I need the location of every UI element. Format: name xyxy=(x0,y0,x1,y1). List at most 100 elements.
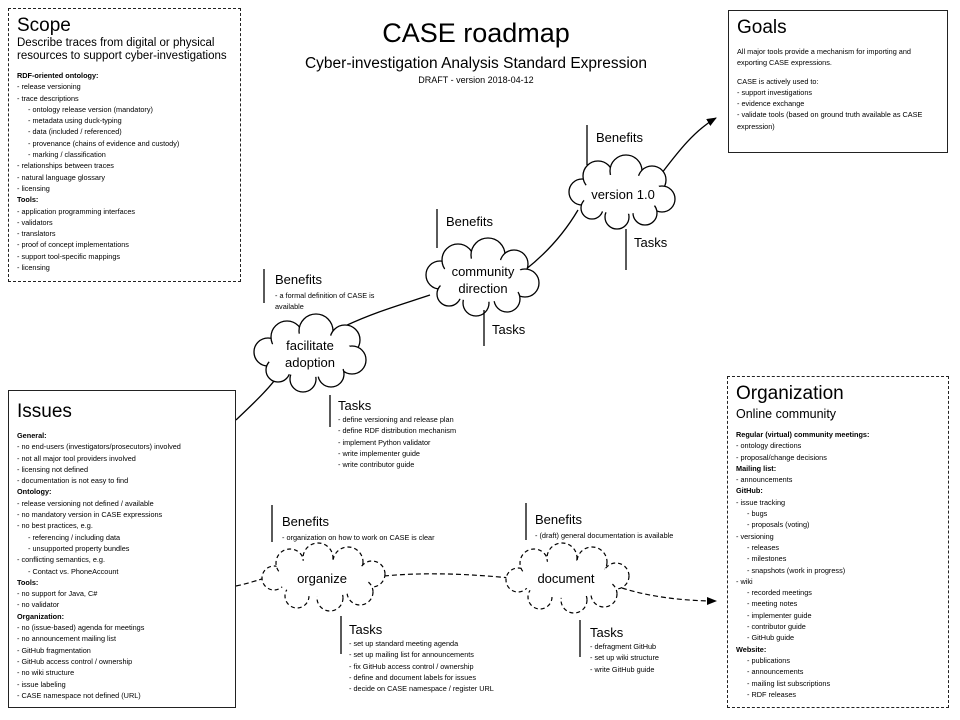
community-tasks-label: Tasks xyxy=(492,322,526,337)
milestone-community-direction: community direction xyxy=(451,264,515,296)
organization-list-item: implementer guide xyxy=(736,610,940,621)
issues-title: Issues xyxy=(17,401,72,422)
scope-list-item: proof of concept implementations xyxy=(17,239,232,250)
draft-label: DRAFT - version 2018-04-12 xyxy=(418,75,534,85)
issues-list-item: no (issue-based) agenda for meetings xyxy=(17,622,227,633)
organize-tasks-label: Tasks xyxy=(349,622,383,637)
facilitate-task-list: define versioning and release plandefine… xyxy=(338,414,518,470)
scope-list-item: support tool-specific mappings xyxy=(17,251,232,262)
goals-list-item: evidence exchange xyxy=(737,98,939,109)
scope-list-item: provenance (chains of evidence and custo… xyxy=(17,138,232,149)
goals-usage-intro: CASE is actively used to: xyxy=(737,76,819,86)
scope-list-item: metadata using duck-typing xyxy=(17,115,232,126)
version-benefits-label: Benefits xyxy=(596,130,643,145)
issues-sections: General:no end-users (investigators/pros… xyxy=(17,430,227,701)
issues-list-item: GitHub fragmentation xyxy=(17,645,227,656)
milestone-organize: organize xyxy=(297,571,347,586)
scope-list-item: validators xyxy=(17,217,232,228)
scope-list-item: natural language glossary xyxy=(17,172,232,183)
organization-list-item: meeting notes xyxy=(736,598,940,609)
scope-box: Scope Describe traces from digital or ph… xyxy=(8,8,241,282)
organize-tasks-note: set up standard meeting agendaset up mai… xyxy=(349,638,529,694)
organization-list-item: announcements xyxy=(736,666,940,677)
path-document-to-organization xyxy=(621,587,717,605)
organization-list-item: RDF releases xyxy=(736,689,940,700)
scope-list-item: trace descriptions xyxy=(17,93,232,104)
milestone-document: document xyxy=(537,571,595,586)
organization-section-list: ontology directionsproposal/change decis… xyxy=(736,440,940,463)
organization-list-item: announcements xyxy=(736,474,940,485)
document-tasks-note: defragment GitHubset up wiki structurewr… xyxy=(590,641,710,675)
document-benefit-item: (draft) general documentation is availab… xyxy=(535,530,715,541)
organization-box: Organization Online community Regular (v… xyxy=(727,376,949,708)
organization-list-item: wiki xyxy=(736,576,940,587)
document-benefits-label: Benefits xyxy=(535,512,582,527)
issues-list-item: no end-users (investigators/prosecutors)… xyxy=(17,441,227,452)
community-benefits-label: Benefits xyxy=(446,214,493,229)
facilitate-task-item: define versioning and release plan xyxy=(338,414,518,425)
scope-list-item: licensing xyxy=(17,262,232,273)
organization-section-list: publicationsannouncementsmailing list su… xyxy=(736,655,940,700)
issues-list-item: GitHub access control / ownership xyxy=(17,656,227,667)
issues-list-item: release versioning not defined / availab… xyxy=(17,498,227,509)
goals-list-item: support investigations xyxy=(737,87,939,98)
document-task-item: set up wiki structure xyxy=(590,652,710,663)
document-task-item: write GitHub guide xyxy=(590,664,710,675)
facilitate-task-item: implement Python validator xyxy=(338,437,518,448)
document-tasks-label: Tasks xyxy=(590,625,624,640)
organization-section-heading: Mailing list: xyxy=(736,463,777,473)
issues-section-heading: Tools: xyxy=(17,577,39,587)
organization-list-item: publications xyxy=(736,655,940,666)
organize-task-item: fix GitHub access control / ownership xyxy=(349,661,529,672)
issues-list-item: no mandatory version in CASE expressions xyxy=(17,509,227,520)
organize-benefits-label: Benefits xyxy=(282,514,329,529)
organization-section-list: issue trackingbugsproposals (voting)vers… xyxy=(736,497,940,644)
organization-section-heading: Website: xyxy=(736,644,767,654)
issues-section-list: release versioning not defined / availab… xyxy=(17,498,227,577)
scope-list-item: relationships between traces xyxy=(17,160,232,171)
organization-section-heading: Regular (virtual) community meetings: xyxy=(736,430,870,439)
organization-list-item: versioning xyxy=(736,531,940,542)
issues-list-item: no best practices, e.g. xyxy=(17,520,227,531)
facilitate-tasks-label: Tasks xyxy=(338,398,372,413)
organization-list-item: issue tracking xyxy=(736,497,940,508)
organize-benefit-item: organization on how to work on CASE is c… xyxy=(282,532,472,543)
issues-list-item: CASE namespace not defined (URL) xyxy=(17,690,227,701)
document-task-list: defragment GitHubset up wiki structurewr… xyxy=(590,641,710,675)
scope-title: Scope xyxy=(17,15,71,36)
issues-section-heading: General: xyxy=(17,431,47,440)
scope-list-item: ontology release version (mandatory) xyxy=(17,104,232,115)
goals-list: support investigationsevidence exchangev… xyxy=(737,87,939,132)
organize-benefit-list: organization on how to work on CASE is c… xyxy=(282,532,472,543)
organization-subtitle: Online community xyxy=(736,407,837,421)
path-community-to-version xyxy=(524,209,579,271)
goals-title: Goals xyxy=(737,17,787,38)
page-subtitle: Cyber-investigation Analysis Standard Ex… xyxy=(304,55,648,72)
scope-section-heading: RDF-oriented ontology: xyxy=(17,71,99,80)
facilitate-benefit-item: a formal definition of CASE is available xyxy=(275,290,405,313)
organization-list-item: ontology directions xyxy=(736,440,940,451)
organization-list-item: proposal/change decisions xyxy=(736,452,940,463)
organize-task-item: set up mailing list for announcements xyxy=(349,649,529,660)
issues-list-item: no wiki structure xyxy=(17,667,227,678)
scope-list-item: data (included / referenced) xyxy=(17,126,232,137)
scope-list-item: application programming interfaces xyxy=(17,206,232,217)
path-issues-to-organize xyxy=(235,577,266,587)
organize-task-item: set up standard meeting agenda xyxy=(349,638,529,649)
issues-list-item: referencing / including data xyxy=(17,532,227,543)
facilitate-task-item: define RDF distribution mechanism xyxy=(338,425,518,436)
issues-box: Issues General:no end-users (investigato… xyxy=(8,390,236,708)
issues-list-item: issue labeling xyxy=(17,679,227,690)
milestone-facilitate-adoption: facilitate adoption xyxy=(285,338,335,370)
scope-list-item: licensing xyxy=(17,183,232,194)
organization-list-item: proposals (voting) xyxy=(736,519,940,530)
organization-list-item: bugs xyxy=(736,508,940,519)
organization-list-item: recorded meetings xyxy=(736,587,940,598)
facilitate-benefits-note: a formal definition of CASE is available xyxy=(275,290,405,313)
organization-list-item: contributor guide xyxy=(736,621,940,632)
document-task-item: defragment GitHub xyxy=(590,641,710,652)
scope-subtitle: Describe traces from digital or physical… xyxy=(17,37,227,62)
organization-list-item: snapshots (work in progress) xyxy=(736,565,940,576)
goals-list-item: validate tools (based on ground truth av… xyxy=(737,109,939,132)
organization-list-item: releases xyxy=(736,542,940,553)
